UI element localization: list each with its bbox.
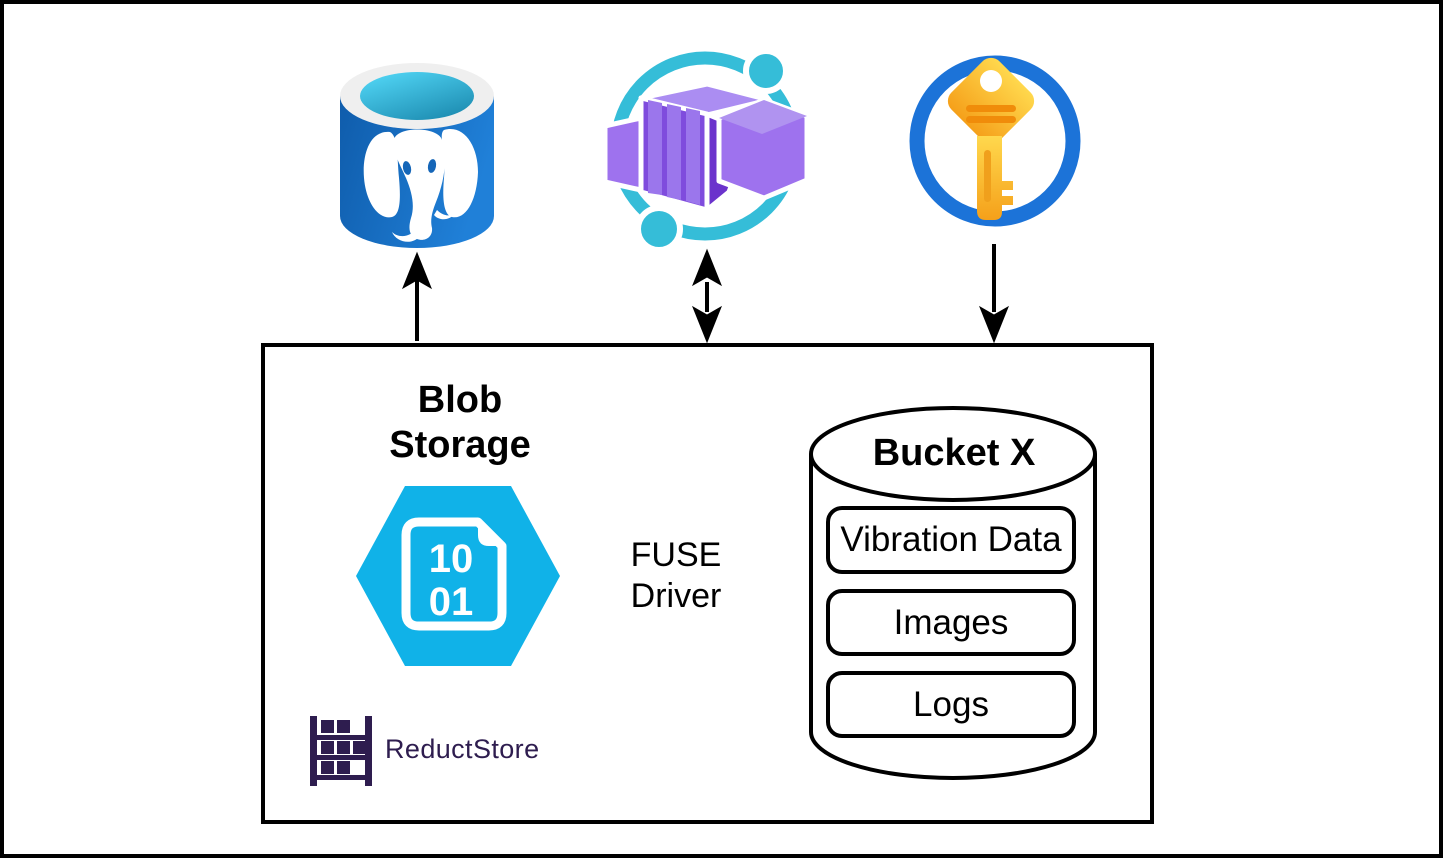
orbit-dot-bottom (635, 205, 683, 252)
binary-document-glyph: 10 01 (401, 517, 507, 631)
container-instances-icon (602, 48, 810, 252)
arrow-up-to-postgres (402, 251, 432, 341)
postgresql-database-icon (340, 63, 494, 248)
storage-shelf-icon (310, 716, 372, 786)
bucket-item-logs: Logs (826, 671, 1076, 738)
container-cubes (602, 81, 810, 213)
key-vault-icon (909, 55, 1081, 227)
elephant-glyph (363, 129, 478, 242)
bucket-item-images: Images (826, 589, 1076, 656)
arrow-double-container (692, 248, 722, 344)
bucket-title: Bucket X (872, 432, 1036, 474)
fuse-driver-line1: FUSE (630, 536, 722, 574)
binary-text-line1: 10 (429, 537, 474, 581)
fuse-driver-label: FUSE Driver (604, 535, 748, 617)
binary-text-line2: 01 (429, 580, 474, 624)
fuse-driver-line2: Driver (630, 577, 722, 615)
bucket-item-vibration-data: Vibration Data (826, 506, 1076, 574)
reductstore-logo-text: ReductStore (385, 734, 540, 764)
binary-file-hexagon-icon: 10 01 (356, 486, 560, 666)
blob-storage-label: Blob Storage (389, 379, 531, 466)
key-glyph (947, 57, 1035, 220)
arrow-down-from-keyvault (979, 244, 1009, 344)
orbit-dot-top (743, 48, 789, 94)
